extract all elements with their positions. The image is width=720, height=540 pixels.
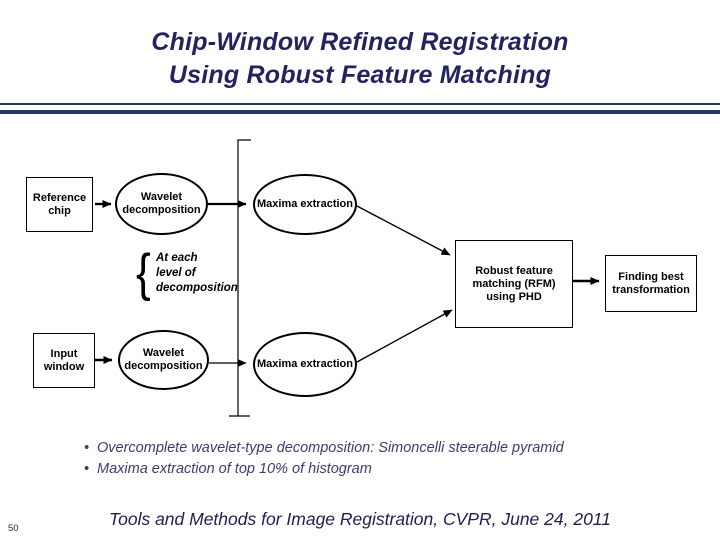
- title-line-1: Chip-Window Refined Registration: [151, 28, 569, 56]
- node-reference-chip-label: Reference chip: [32, 191, 87, 217]
- node-robust-feature-matching: Robust feature matching (RFM) using PHD: [455, 240, 573, 328]
- node-maxima-top-label: Maxima extraction: [257, 198, 353, 210]
- bullet-notes: • Overcomplete wavelet-type decompositio…: [84, 438, 684, 479]
- title-line-2: Using Robust Feature Matching: [168, 61, 552, 89]
- bullet-item: • Overcomplete wavelet-type decompositio…: [84, 438, 684, 459]
- bullet-marker: •: [84, 440, 90, 456]
- title-rule-thick: [0, 110, 720, 114]
- node-finding-label: Finding best transformation: [612, 270, 690, 296]
- curly-brace: {: [136, 244, 151, 302]
- node-maxima-bottom-label: Maxima extraction: [257, 358, 353, 370]
- footer-citation: Tools and Methods for Image Registration…: [109, 509, 611, 529]
- node-maxima-extraction-top: Maxima extraction: [253, 174, 357, 235]
- title-rule-thin: [0, 103, 720, 105]
- slide-title: Chip-Window Refined Registration Using R…: [0, 26, 720, 92]
- node-reference-chip: Reference chip: [26, 177, 93, 232]
- node-wavelet-top-label: Wavelet decomposition: [122, 191, 201, 216]
- arrow-maxima-top-to-rfm: [356, 205, 451, 256]
- bullet-marker: •: [84, 460, 90, 477]
- at-each-level-annotation: At each level of decomposition: [156, 252, 238, 294]
- node-wavelet-decomposition-top: Wavelet decomposition: [115, 173, 208, 235]
- node-finding-best-transformation: Finding best transformation: [605, 255, 697, 312]
- bullet-item: • Maxima extraction of top 10% of histog…: [84, 459, 684, 480]
- bullet-text-1: Overcomplete wavelet-type decomposition:…: [97, 440, 564, 456]
- node-wavelet-bottom-label: Wavelet decomposition: [124, 347, 203, 372]
- arrow-maxima-bottom-to-rfm: [356, 309, 453, 363]
- node-rfm-label: Robust feature matching (RFM) using PHD: [472, 264, 556, 303]
- iteration-bracket: [229, 139, 251, 417]
- bullet-text-2: Maxima extraction of top 10% of histogra…: [97, 460, 372, 477]
- node-input-window-label: Input window: [43, 347, 85, 373]
- node-maxima-extraction-bottom: Maxima extraction: [253, 332, 357, 397]
- page-number: 50: [8, 523, 19, 534]
- node-input-window: Input window: [33, 333, 95, 388]
- node-wavelet-decomposition-bottom: Wavelet decomposition: [118, 330, 209, 390]
